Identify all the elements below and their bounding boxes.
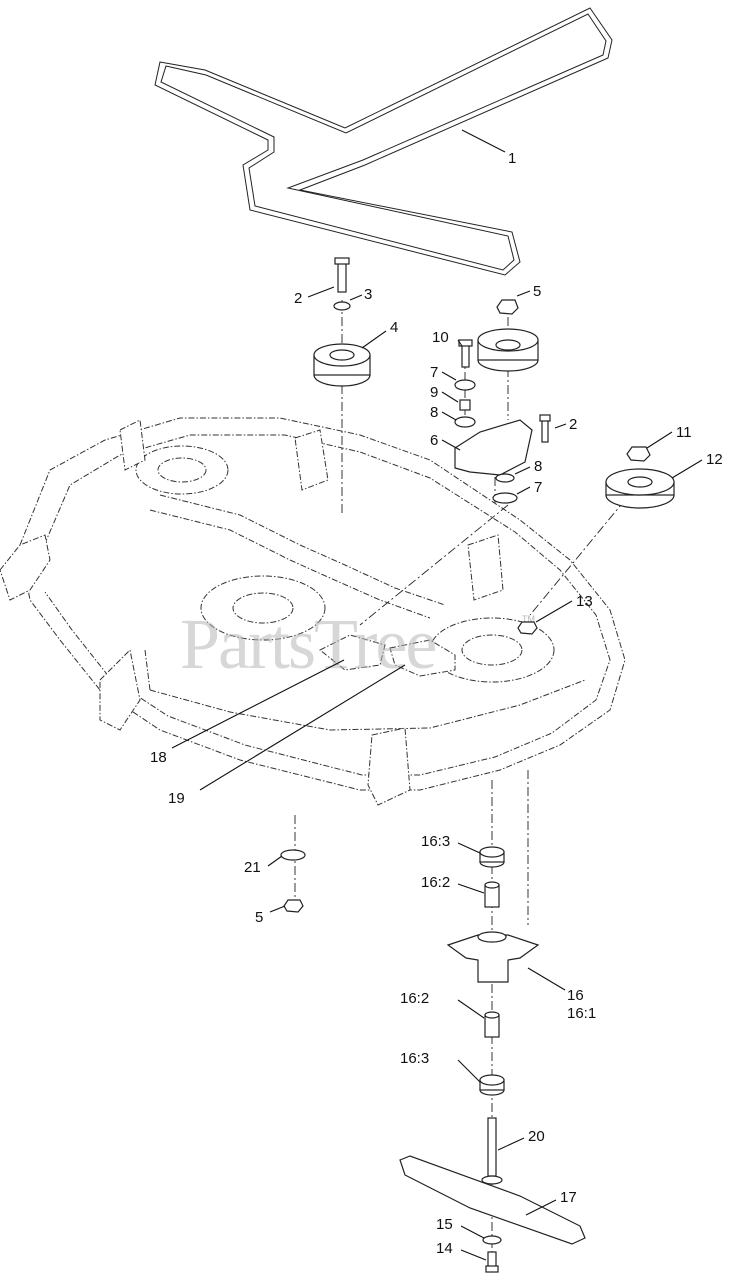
callout-2-right: 2 [569,416,577,433]
callout-18: 18 [150,749,167,766]
bolt-part-13 [517,621,538,635]
blade-part-17 [399,1155,586,1245]
callout-9: 9 [430,384,438,401]
spindle-shaft-part-20 [481,1117,503,1185]
callout-16-3-upper: 16:3 [421,833,450,850]
pulley-part-12 [605,468,675,509]
bolt-part-2 [334,257,350,293]
callout-4: 4 [390,319,398,336]
callout-16-2-upper: 16:2 [421,874,450,891]
watermark-text: PartsTree [180,604,435,684]
callout-11: 11 [676,424,692,441]
callout-16-1: 16:1 [567,1005,596,1022]
idler-bracket-part-6 [454,419,533,476]
callout-8-upper: 8 [430,404,438,421]
bolt-part-2-right [539,414,551,443]
callout-17: 17 [560,1189,577,1206]
nut-part-5 [496,299,519,315]
callout-14: 14 [436,1240,453,1257]
callout-5-upper: 5 [533,283,541,300]
washer-part-7 [454,379,476,391]
callout-13: 13 [576,593,593,610]
bolt-part-10 [458,339,473,368]
spacer-part-16-2-lower [484,1011,500,1038]
callout-3: 3 [364,286,372,303]
bearing-part-16-3-lower [479,1074,505,1096]
washer-part-15 [482,1235,502,1245]
spacer-part-16-2-upper [484,881,500,908]
callout-6: 6 [430,432,438,449]
washer-part-8-lower [495,473,515,483]
callout-5-lower: 5 [255,909,263,926]
callout-19: 19 [168,790,185,807]
spacer-part-9 [459,399,471,411]
watermark-trademark: TM [522,614,535,624]
callout-20: 20 [528,1128,545,1145]
callout-16-2-lower: 16:2 [400,990,429,1007]
leader-lines [171,129,703,1261]
nut-part-5-lower [283,899,304,913]
callout-15: 15 [436,1216,453,1233]
v-belt [154,7,613,276]
idler-pulley-part-4 [313,343,371,387]
callout-1: 1 [508,150,516,167]
callout-16-3-lower: 16:3 [400,1050,429,1067]
washer-part-8 [454,416,476,428]
nut-part-11 [626,446,651,462]
callout-21: 21 [244,859,261,876]
callout-8-lower: 8 [534,458,542,475]
callout-12: 12 [706,451,723,468]
callouts: 1 2 3 4 5 10 7 9 8 2 6 8 7 11 12 13 18 1… [150,150,723,1257]
bearing-part-16-3-upper [479,846,505,868]
callout-10: 10 [432,329,449,346]
washer-part-3 [333,301,351,311]
callout-16: 16 [567,987,584,1004]
bolt-part-14 [485,1251,499,1273]
mower-deck: PartsTree TM [0,417,626,806]
callout-7-lower: 7 [534,479,542,496]
callout-2-upper: 2 [294,290,302,307]
washer-part-7-lower [492,492,518,504]
callout-7-upper: 7 [430,364,438,381]
pulley-upper-right [477,328,539,372]
washer-part-21 [280,849,306,861]
spindle-housing-part-16 [446,931,540,983]
